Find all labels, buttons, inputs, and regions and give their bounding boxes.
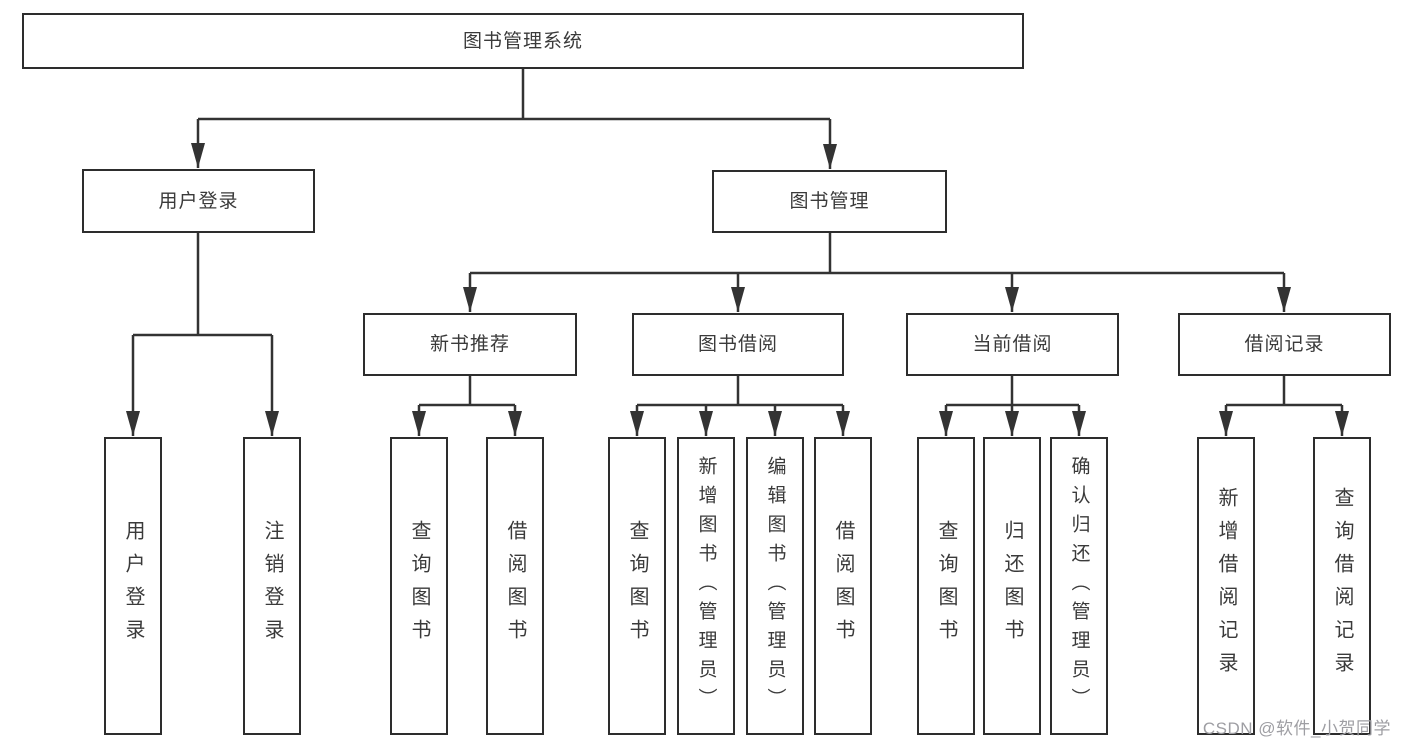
node-label: 图书管理: [789, 191, 870, 212]
node-label: 图书管理系统: [462, 30, 583, 52]
node-label: 确认归还（管理员）: [1068, 455, 1090, 717]
node-label: 新增借阅记录: [1215, 487, 1237, 685]
leaf-query-borrow-record: 查询借阅记录: [1313, 437, 1371, 735]
connector-current-borrow-branch: [939, 376, 1086, 436]
node-label: 当前借阅: [972, 334, 1053, 355]
node-label: 借阅记录: [1244, 334, 1325, 355]
leaf-confirm-return-admin: 确认归还（管理员）: [1050, 437, 1108, 735]
leaf-query-books-current: 查询图书: [917, 437, 975, 735]
connector-user-login-branch: [126, 233, 279, 436]
node-label: 查询图书: [935, 520, 957, 652]
node-label: 新增图书（管理员）: [695, 455, 717, 717]
node-user-login: 用户登录: [82, 169, 315, 233]
csdn-watermark: CSDN @软件_小贺同学: [1202, 719, 1391, 738]
leaf-add-borrow-record: 新增借阅记录: [1197, 437, 1255, 735]
leaf-borrow-books-recommend: 借阅图书: [486, 437, 544, 735]
connector-new-book-branch: [412, 376, 522, 436]
node-label: 新书推荐: [429, 334, 510, 355]
node-new-book-recommend: 新书推荐: [363, 313, 577, 376]
node-label: 查询图书: [408, 520, 430, 652]
node-label: 借阅图书: [832, 520, 854, 652]
node-label: 归还图书: [1001, 520, 1023, 652]
leaf-add-book-admin: 新增图书（管理员）: [677, 437, 735, 735]
node-book-management: 图书管理: [712, 170, 947, 233]
connector-book-borrow-branch: [630, 376, 850, 436]
leaf-query-books-borrow: 查询图书: [608, 437, 666, 735]
connector-root-to-level2: [191, 69, 837, 169]
node-label: 用户登录: [158, 190, 239, 212]
node-label: 查询图书: [626, 520, 648, 652]
node-label: 注销登录: [261, 520, 283, 652]
node-library-management-system: 图书管理系统: [22, 13, 1024, 69]
node-label: 图书借阅: [697, 334, 778, 355]
leaf-return-book: 归还图书: [983, 437, 1041, 735]
leaf-user-login: 用户登录: [104, 437, 162, 735]
leaf-borrow-books: 借阅图书: [814, 437, 872, 735]
node-label: 借阅图书: [504, 520, 526, 652]
node-borrow-records: 借阅记录: [1178, 313, 1391, 376]
connector-borrow-record-branch: [1219, 376, 1349, 436]
node-book-borrow: 图书借阅: [632, 313, 844, 376]
connector-book-management-branch: [463, 233, 1291, 312]
leaf-logout-login: 注销登录: [243, 437, 301, 735]
leaf-edit-book-admin: 编辑图书（管理员）: [746, 437, 804, 735]
node-label: 用户登录: [122, 520, 144, 652]
leaf-query-books-recommend: 查询图书: [390, 437, 448, 735]
node-label: 编辑图书（管理员）: [764, 455, 786, 717]
node-current-borrow: 当前借阅: [906, 313, 1119, 376]
node-label: 查询借阅记录: [1331, 487, 1353, 685]
